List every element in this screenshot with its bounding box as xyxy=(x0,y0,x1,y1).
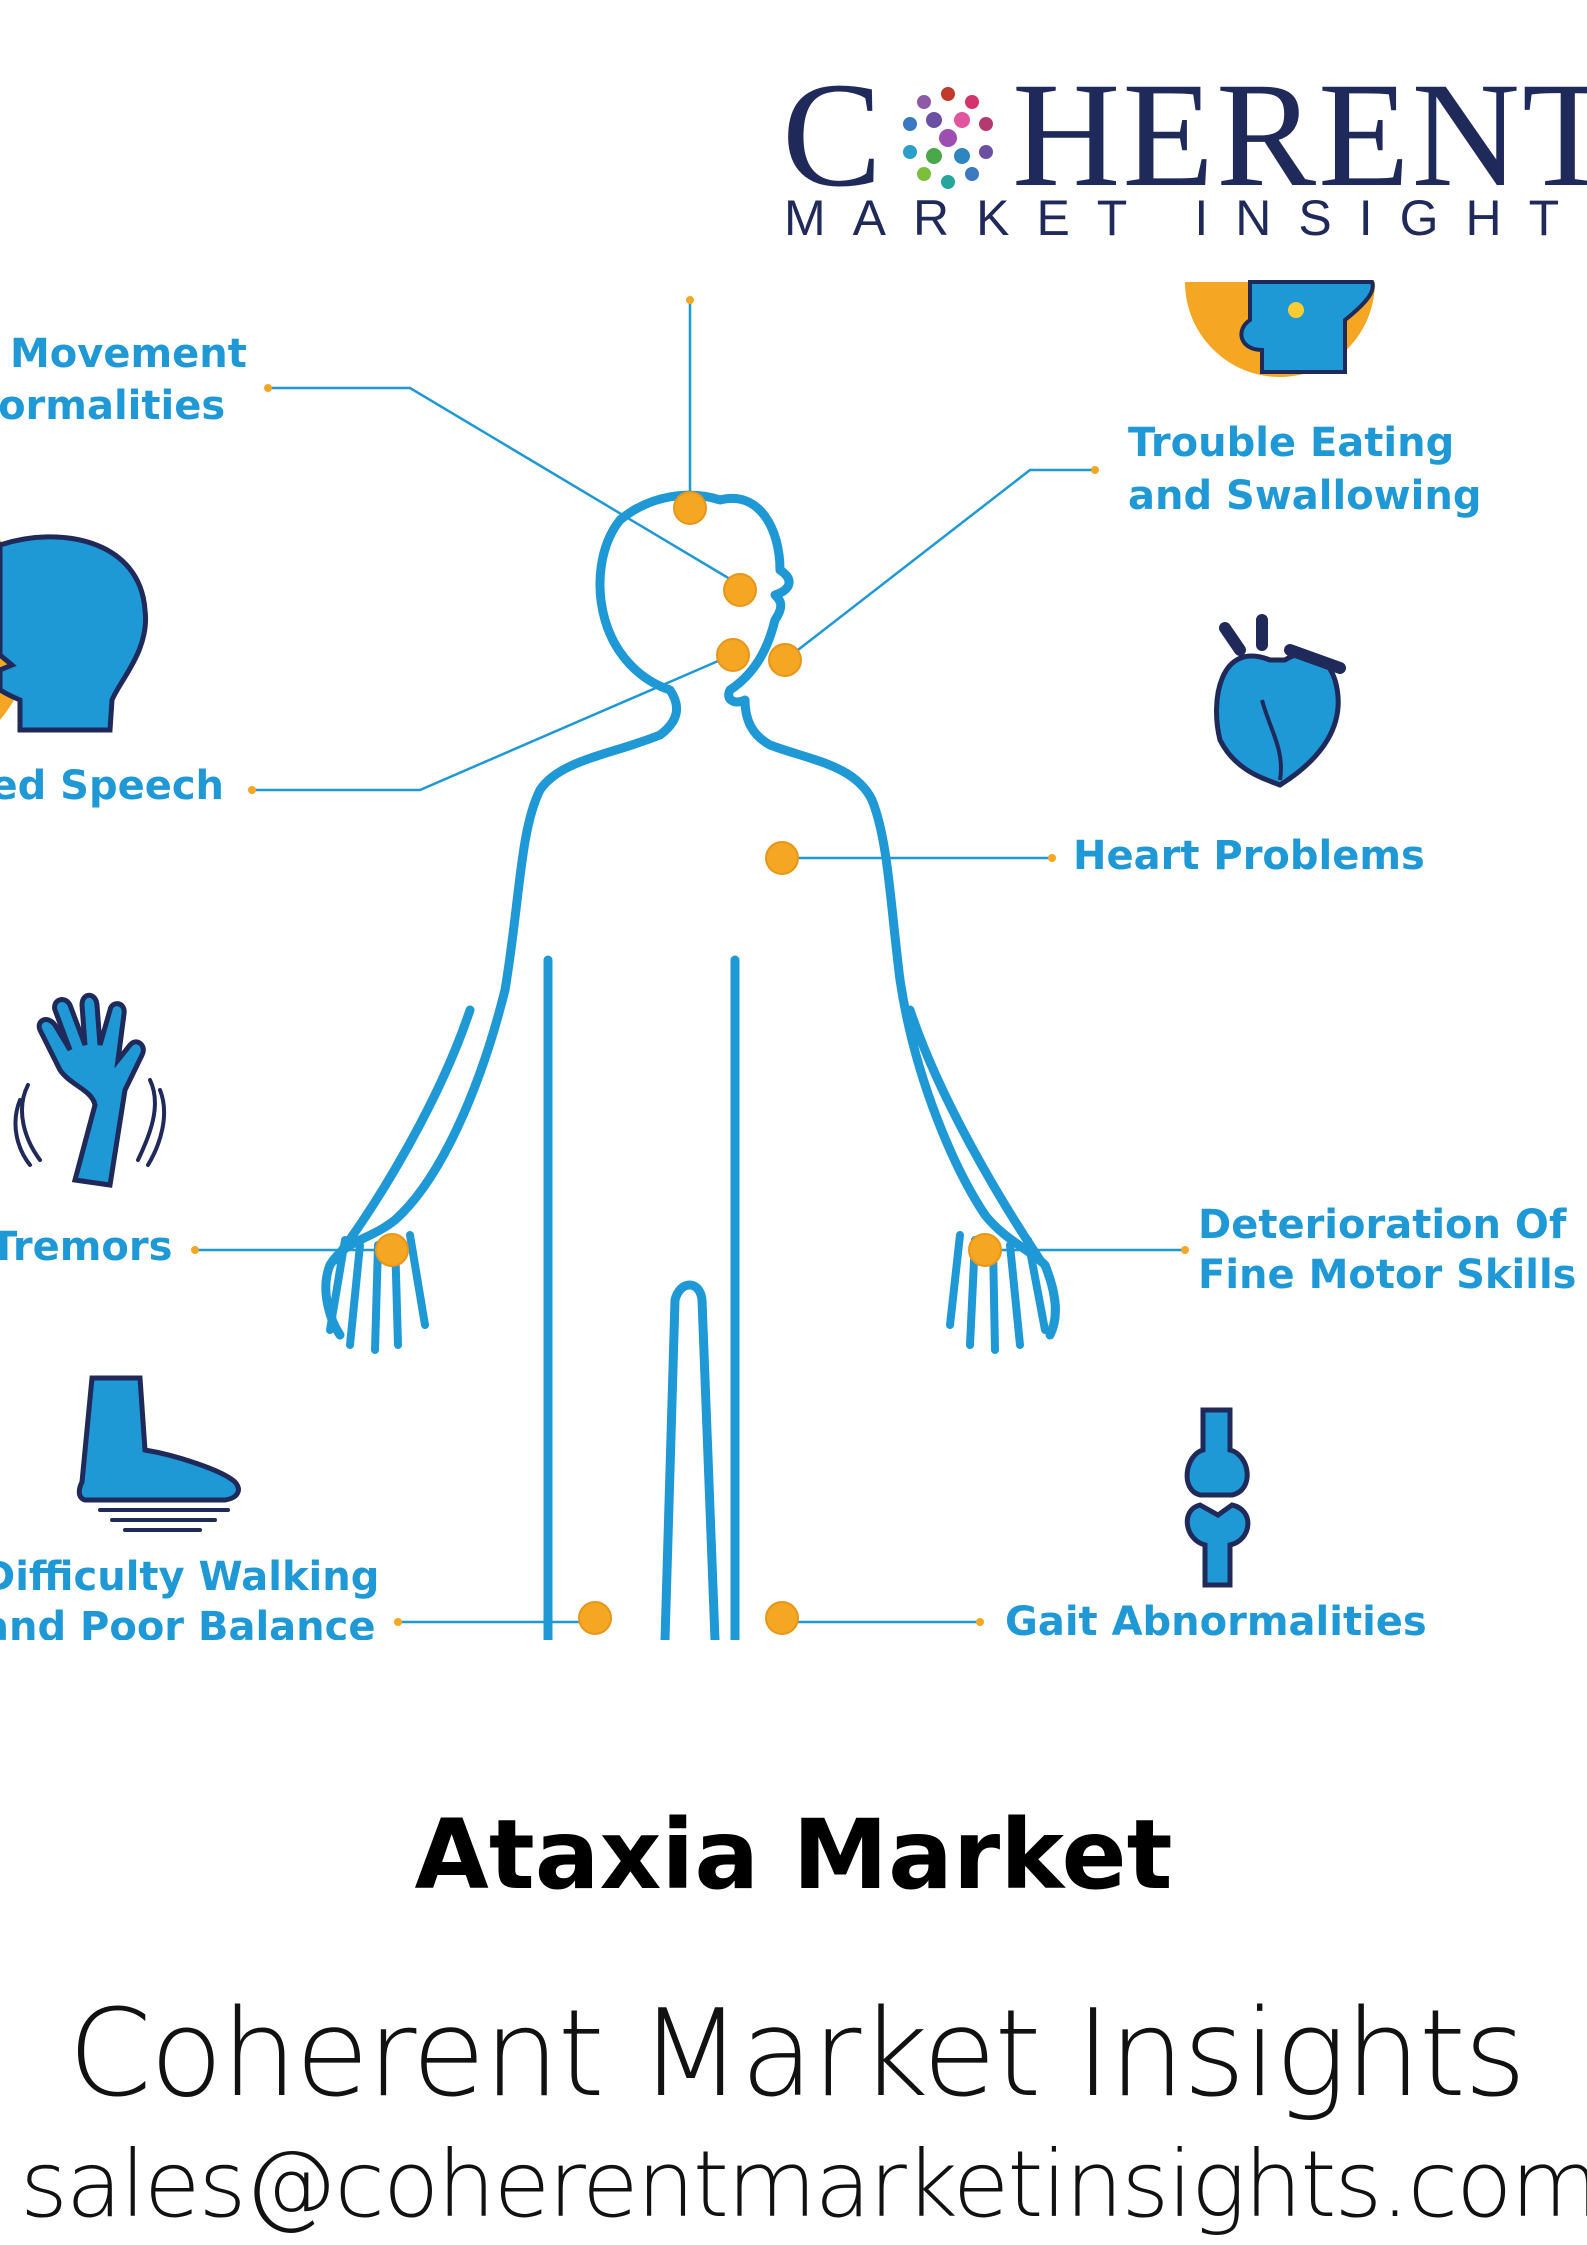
connector-end-dot xyxy=(248,786,256,794)
marker-chest xyxy=(765,841,799,875)
label-difficulty-walking: Difficulty Walking and Poor Balance xyxy=(0,1554,380,1640)
label-fine-motor-skills: Deterioration Of Fine Motor Skills xyxy=(1198,1202,1577,1298)
head-profile-icon xyxy=(0,534,149,733)
label-tremors: Tremors xyxy=(0,1224,173,1270)
label-speech-clip: Slurred Speech xyxy=(0,760,240,820)
marker-right-knee xyxy=(765,1601,799,1635)
connector-end-dot xyxy=(976,1618,984,1626)
heart-icon xyxy=(1214,614,1346,788)
connector-end-dot xyxy=(1181,1246,1189,1254)
connector-eating xyxy=(784,468,1095,661)
shaking-hand-icon xyxy=(13,992,167,1188)
diagram-graphics xyxy=(0,280,1375,1640)
throat-icon xyxy=(1185,280,1375,377)
globe-icon xyxy=(894,84,1003,192)
right-hand-fingers xyxy=(946,1231,1049,1354)
label-gait-abnormalities: Gait Abnormalities xyxy=(1005,1599,1427,1645)
label-slurred-speech: Slurred Speech xyxy=(0,763,225,809)
marker-left-knee xyxy=(578,1601,612,1635)
company-name: Coherent Market Insights xyxy=(68,1985,1526,2124)
connector-end-dot xyxy=(686,296,694,304)
marker-jaw xyxy=(768,643,802,677)
left-hand-fingers xyxy=(326,1231,429,1354)
marker-forehead xyxy=(723,573,757,607)
logo-wordmark: C HERENT xyxy=(782,60,1587,210)
logo-tagline: MARKET INSIGHTS xyxy=(784,190,1587,246)
contact-email[interactable]: sales@coherentmarketinsights.com xyxy=(20,2131,1587,2238)
label-walking-clip: Difficulty Walking and Poor Balance xyxy=(0,1552,380,1640)
symptom-diagram: Movement Abnormalities Trouble Eating an… xyxy=(0,280,1587,1645)
marker-crown xyxy=(673,491,707,525)
label-movement-clip: Movement Abnormalities xyxy=(0,328,260,448)
logo-letter-c: C xyxy=(782,52,885,218)
connector-end-dot xyxy=(191,1246,199,1254)
marker-mouth xyxy=(716,638,750,672)
label-heart-problems: Heart Problems xyxy=(1073,833,1425,879)
knee-joint-icon xyxy=(1184,1407,1251,1588)
logo-letters-herent: HERENT xyxy=(1012,52,1587,218)
page-title: Ataxia Market xyxy=(414,1799,1173,1911)
connector-speech xyxy=(252,653,733,792)
connector-end-dot xyxy=(1091,466,1099,474)
marker-left-hand xyxy=(375,1233,409,1267)
connector-end-dot xyxy=(1048,854,1056,862)
label-movement-abnormalities: Movement Abnormalities xyxy=(0,331,247,429)
company-logo: C HERENT MARKET INSIGHTS xyxy=(770,60,1587,250)
connector-end-dot xyxy=(394,1618,402,1626)
connector-movement xyxy=(268,386,741,587)
foot-icon xyxy=(76,1375,241,1532)
human-body-outline xyxy=(321,490,1060,1640)
marker-right-hand xyxy=(968,1233,1002,1267)
label-trouble-eating: Trouble Eating and Swallowing xyxy=(1128,420,1482,519)
connector-end-dot xyxy=(264,384,272,392)
label-tremors-clip: Tremors xyxy=(0,1221,185,1281)
